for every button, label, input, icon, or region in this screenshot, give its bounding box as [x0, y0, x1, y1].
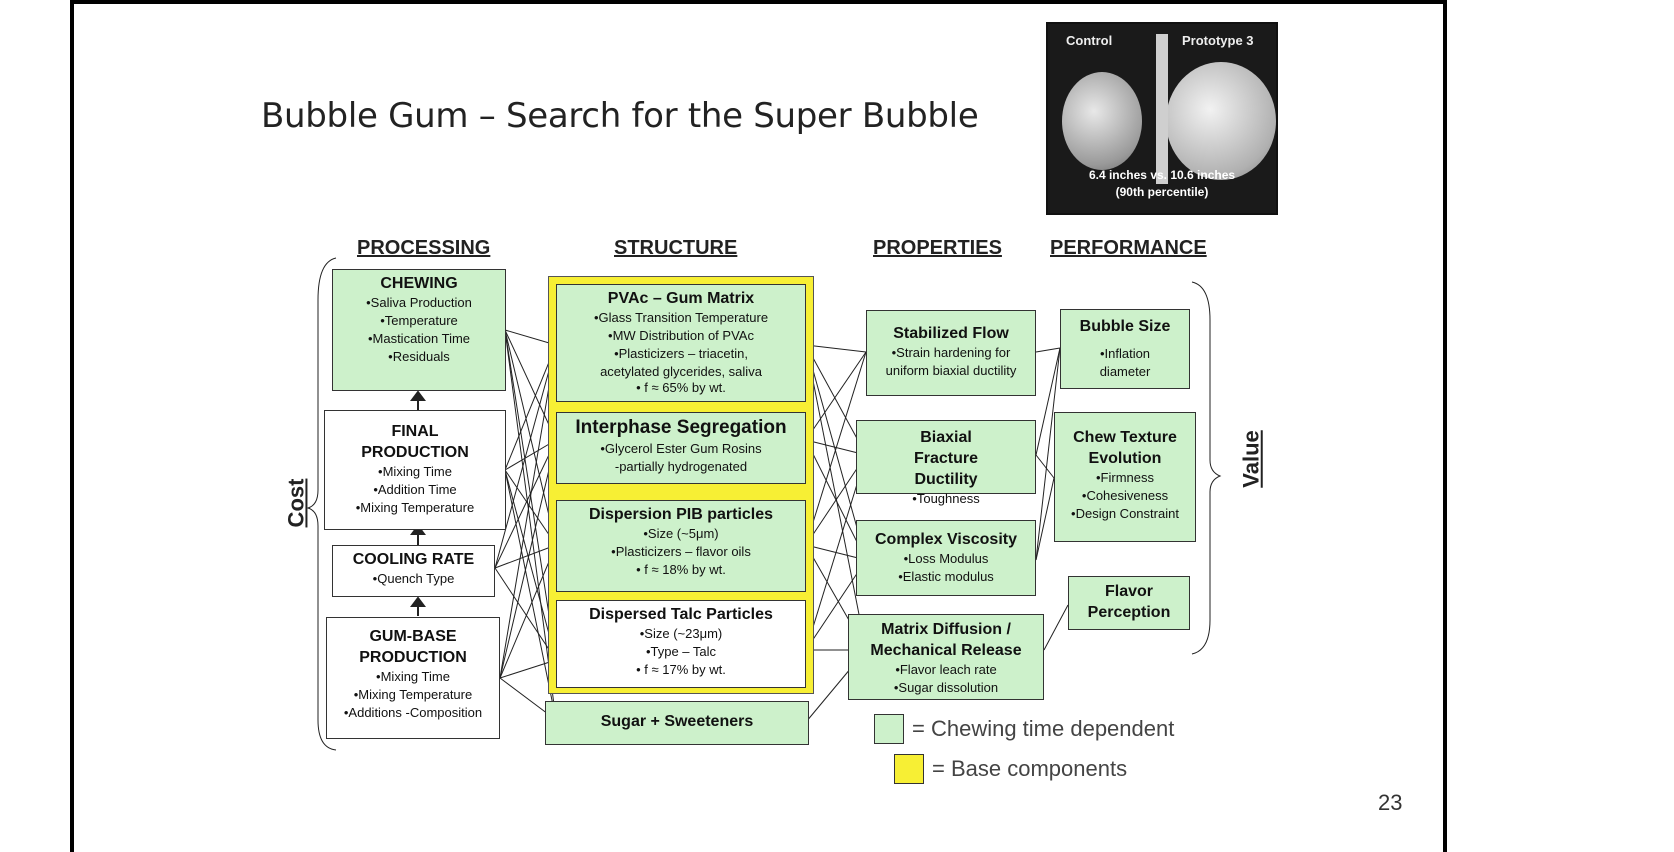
processing-box-title: FINAL PRODUCTION — [361, 423, 469, 461]
ruler-image — [1156, 34, 1168, 184]
properties-box-matrix-diffusion: Matrix Diffusion / Mechanical Release •F… — [848, 614, 1044, 700]
legend-label-base-components: = Base components — [932, 756, 1128, 781]
performance-box-line: •Cohesiveness — [1081, 488, 1169, 503]
properties-box-line: •Toughness — [912, 491, 980, 506]
bubble-comparison-photo: Control Prototype 3 6.4 inches vs. 10.6 … — [1046, 22, 1278, 215]
side-label-cost: Cost — [283, 478, 309, 528]
performance-box-line: •Design Constraint — [1071, 506, 1179, 521]
properties-box-line: •Strain hardening for — [891, 345, 1011, 360]
processing-box-line: •Mixing Time — [378, 464, 452, 479]
structure-box-line: acetylated glycerides, saliva — [600, 364, 762, 379]
structure-box-sugar-sweeteners: Sugar + Sweeteners — [545, 701, 809, 745]
structure-box-line: •Plasticizers – triacetin, — [614, 346, 748, 361]
control-bubble-image — [1062, 72, 1142, 170]
legend-swatch-base-components — [894, 754, 924, 784]
structure-box-pvac-gum-matrix: PVAc – Gum Matrix •Glass Transition Temp… — [556, 284, 806, 402]
processing-box-chewing: CHEWING •Saliva Production •Temperature … — [332, 269, 506, 391]
properties-box-stabilized-flow: Stabilized Flow •Strain hardening for un… — [866, 310, 1036, 396]
slide-frame-right — [1443, 0, 1447, 852]
legend-label-chewing-time: = Chewing time dependent — [912, 716, 1175, 741]
prototype-bubble-image — [1166, 62, 1276, 180]
properties-box-title: Complex Viscosity — [875, 531, 1017, 548]
properties-box-biaxial-fracture-ductility: Biaxial Fracture Ductility •Toughness — [856, 420, 1036, 506]
side-label-value: Value — [1238, 430, 1264, 488]
properties-box-title: Matrix Diffusion / Mechanical Release — [870, 621, 1022, 659]
performance-box-bubble-size: Bubble Size •Inflation diameter — [1060, 309, 1190, 389]
structure-box-dispersion-pib: Dispersion PIB particles •Size (~5μm) •P… — [556, 500, 806, 592]
processing-box-cooling-rate: COOLING RATE •Quench Type — [332, 545, 495, 597]
processing-box-final-production: FINAL PRODUCTION •Mixing Time •Addition … — [324, 410, 506, 530]
photo-caption-percentile: (90th percentile) — [1115, 185, 1209, 199]
structure-box-line: • f ≈ 17% by wt. — [636, 662, 726, 677]
properties-box-line: •Flavor leach rate — [895, 662, 997, 677]
performance-box-title: Bubble Size — [1079, 318, 1171, 335]
properties-box-line: •Loss Modulus — [903, 551, 989, 566]
structure-box-line: •MW Distribution of PVAc — [608, 328, 754, 343]
heading-performance: PERFORMANCE — [1050, 237, 1207, 259]
processing-box-line: •Mixing Time — [376, 669, 450, 684]
processing-box-line: •Quench Type — [372, 571, 455, 586]
structure-box-title: Dispersed Talc Particles — [589, 606, 773, 623]
performance-box-title: Flavor Perception — [1087, 583, 1171, 621]
page-number: 23 — [1378, 790, 1403, 815]
performance-box-line: diameter — [1099, 364, 1151, 379]
processing-box-line: •Mastication Time — [367, 331, 471, 346]
processing-box-line: •Mixing Temperature — [353, 687, 473, 702]
structure-box-line: -partially hydrogenated — [614, 459, 748, 474]
properties-box-line: uniform biaxial ductility — [885, 363, 1017, 378]
slide-title: Bubble Gum – Search for the Super Bubble — [261, 96, 979, 136]
structure-box-title: Sugar + Sweeteners — [600, 713, 754, 730]
structure-box-title: PVAc – Gum Matrix — [607, 290, 755, 307]
slide-frame-top — [70, 0, 1446, 4]
slide-frame-left — [70, 0, 74, 852]
structure-box-line: •Type – Talc — [645, 644, 717, 659]
properties-box-title: Biaxial Fracture Ductility — [913, 429, 979, 488]
performance-box-line: •Firmness — [1096, 470, 1154, 485]
photo-caption-measurements: 6.4 inches vs. 10.6 inches — [1088, 168, 1236, 182]
structure-box-line: • f ≈ 65% by wt. — [636, 380, 726, 395]
processing-box-line: •Addition Time — [373, 482, 457, 497]
structure-box-dispersed-talc: Dispersed Talc Particles •Size (~23μm) •… — [556, 600, 806, 688]
heading-structure: STRUCTURE — [614, 237, 738, 259]
processing-box-line: •Additions -Composition — [343, 705, 483, 720]
processing-box-line: •Residuals — [388, 349, 450, 364]
structure-box-line: • f ≈ 18% by wt. — [636, 562, 726, 577]
processing-box-title: GUM-BASE PRODUCTION — [359, 628, 467, 666]
processing-box-line: •Temperature — [380, 313, 458, 328]
structure-box-line: •Size (~23μm) — [639, 626, 723, 641]
performance-box-flavor-perception: Flavor Perception — [1068, 576, 1190, 630]
properties-box-line: •Elastic modulus — [898, 569, 994, 584]
processing-box-title: COOLING RATE — [352, 551, 475, 568]
structure-box-title: Dispersion PIB particles — [588, 506, 774, 523]
photo-label-control: Control — [1066, 33, 1113, 48]
properties-box-line: •Sugar dissolution — [893, 680, 999, 695]
heading-properties: PROPERTIES — [873, 237, 1002, 259]
structure-box-interphase-segregation: Interphase Segregation •Glycerol Ester G… — [556, 412, 806, 484]
properties-box-complex-viscosity: Complex Viscosity •Loss Modulus •Elastic… — [856, 520, 1036, 596]
structure-box-title: Interphase Segregation — [575, 417, 787, 438]
structure-box-line: •Plasticizers – flavor oils — [611, 544, 751, 559]
structure-box-line: •Glycerol Ester Gum Rosins — [600, 441, 762, 456]
processing-box-line: •Mixing Temperature — [355, 500, 475, 515]
performance-box-chew-texture: Chew Texture Evolution •Firmness •Cohesi… — [1054, 412, 1196, 542]
performance-box-line: •Inflation — [1099, 346, 1151, 361]
performance-box-title: Chew Texture Evolution — [1073, 429, 1177, 467]
heading-processing: PROCESSING — [357, 237, 491, 259]
properties-box-title: Stabilized Flow — [893, 325, 1009, 342]
structure-box-line: •Size (~5μm) — [643, 526, 719, 541]
processing-box-title: CHEWING — [380, 275, 458, 292]
processing-box-gum-base-production: GUM-BASE PRODUCTION •Mixing Time •Mixing… — [326, 617, 500, 739]
structure-box-line: •Glass Transition Temperature — [593, 310, 769, 325]
processing-box-line: •Saliva Production — [366, 295, 472, 310]
legend-swatch-chewing-time — [874, 714, 904, 744]
photo-label-prototype: Prototype 3 — [1182, 33, 1254, 48]
